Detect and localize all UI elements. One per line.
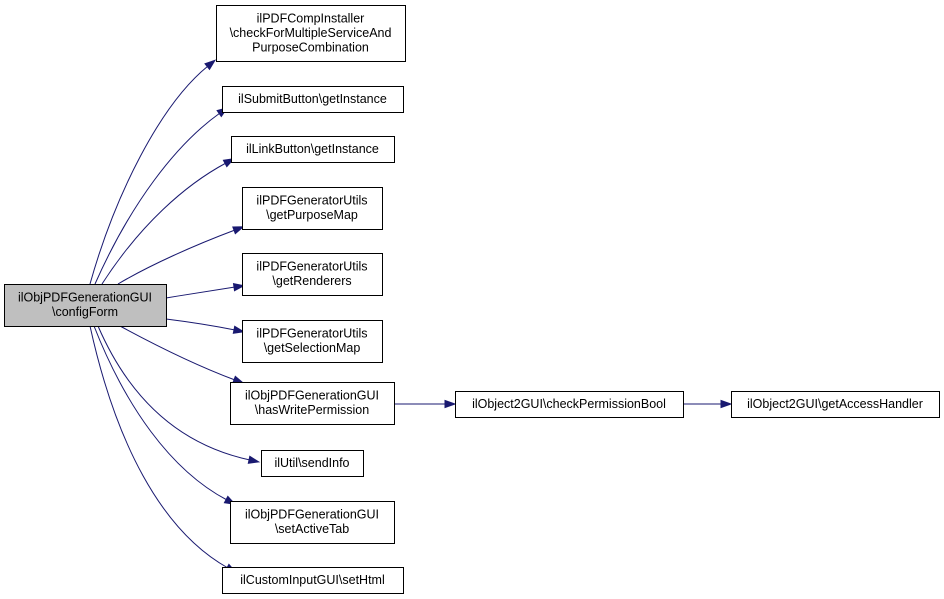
callee-function-node[interactable]: ilLinkButton\getInstance	[231, 136, 395, 163]
node-label-line: ilUtil\sendInfo	[274, 456, 349, 470]
node-label-line: ilObject2GUI\checkPermissionBool	[472, 397, 666, 411]
node-label-line: ilPDFGeneratorUtils	[256, 327, 367, 341]
node-label-line: ilPDFGeneratorUtils	[256, 260, 367, 274]
callee-function-node[interactable]: ilObjPDFGenerationGUI\setActiveTab	[230, 501, 395, 544]
callee-function-node[interactable]: ilPDFCompInstaller\checkForMultipleServi…	[216, 5, 406, 62]
arrowhead-icon	[247, 455, 261, 464]
node-box[interactable]	[231, 136, 395, 163]
callee-function-node[interactable]: ilPDFGeneratorUtils\getPurposeMap	[242, 187, 383, 230]
call-edge-n11-n12	[683, 399, 733, 409]
node-box[interactable]	[731, 391, 940, 418]
node-label-line: ilObjPDFGenerationGUI	[18, 291, 152, 305]
node-box[interactable]	[242, 253, 383, 296]
call-edge-root-n4	[117, 226, 245, 285]
call-edge-root-n5	[165, 282, 246, 299]
arrowhead-icon	[232, 282, 246, 292]
node-label-line: ilCustomInputGUI\setHtml	[240, 573, 384, 587]
node-box[interactable]	[216, 5, 406, 62]
node-label-line: \configForm	[52, 305, 118, 319]
arrowhead-icon	[232, 325, 246, 334]
root-function-node[interactable]: ilObjPDFGenerationGUI\configForm	[4, 284, 167, 327]
node-label-line: ilObjPDFGenerationGUI	[245, 389, 379, 403]
edge-line	[101, 162, 227, 285]
call-edge-root-n7	[119, 325, 245, 384]
node-box[interactable]	[230, 501, 395, 544]
call-edge-root-n8	[97, 325, 261, 464]
call-edge-root-n6	[165, 318, 246, 334]
node-label-line: ilPDFCompInstaller	[257, 11, 365, 25]
node-label-line: \setActiveTab	[275, 522, 349, 536]
node-label-line: \getPurposeMap	[266, 208, 358, 222]
node-label-line: \getSelectionMap	[264, 341, 361, 355]
edge-line	[89, 65, 209, 285]
edge-line	[97, 325, 251, 461]
edge-line	[94, 112, 221, 285]
callee-function-node[interactable]: ilSubmitButton\getInstance	[222, 86, 404, 113]
callee-function-node[interactable]: ilObject2GUI\getAccessHandler	[731, 391, 940, 418]
call-edge-root-n1	[89, 59, 217, 285]
node-label-line: ilSubmitButton\getInstance	[238, 92, 387, 106]
edge-line	[89, 325, 229, 569]
edge-line	[119, 325, 236, 381]
callee-function-node[interactable]: ilObjPDFGenerationGUI\hasWritePermission	[230, 382, 395, 425]
callee-function-node[interactable]: ilCustomInputGUI\setHtml	[222, 567, 404, 594]
node-label-line: PurposeCombination	[252, 40, 369, 54]
node-box[interactable]	[4, 284, 167, 327]
node-label-line: ilPDFGeneratorUtils	[256, 194, 367, 208]
node-box[interactable]	[242, 187, 383, 230]
call-nodes: ilObjPDFGenerationGUI\configFormilPDFCom…	[4, 5, 940, 594]
node-label-line: ilObject2GUI\getAccessHandler	[747, 397, 923, 411]
callee-function-node[interactable]: ilUtil\sendInfo	[261, 450, 364, 477]
call-edges	[89, 59, 733, 574]
edge-line	[93, 325, 228, 501]
arrowhead-icon	[232, 226, 245, 235]
node-box[interactable]	[455, 391, 684, 418]
node-label-line: \getRenderers	[272, 274, 351, 288]
node-label-line: ilObjPDFGenerationGUI	[245, 508, 379, 522]
callee-function-node[interactable]: ilPDFGeneratorUtils\getSelectionMap	[242, 320, 383, 363]
node-box[interactable]	[242, 320, 383, 363]
node-label-line: \hasWritePermission	[255, 403, 369, 417]
call-edge-root-n2	[94, 106, 229, 285]
edge-line	[165, 286, 236, 299]
node-box[interactable]	[230, 382, 395, 425]
node-box[interactable]	[261, 450, 364, 477]
arrowhead-icon	[444, 399, 457, 409]
node-box[interactable]	[222, 567, 404, 594]
call-edge-root-n3	[101, 157, 236, 285]
node-box[interactable]	[222, 86, 404, 113]
edge-line	[165, 318, 236, 331]
call-edge-n7-n11	[394, 399, 457, 409]
edge-line	[117, 229, 236, 285]
node-label-line: ilLinkButton\getInstance	[246, 142, 379, 156]
arrowhead-icon	[720, 399, 733, 409]
node-label-line: \checkForMultipleServiceAnd	[230, 26, 392, 40]
callee-function-node[interactable]: ilObject2GUI\checkPermissionBool	[455, 391, 684, 418]
arrowhead-icon	[204, 59, 217, 71]
callee-function-node[interactable]: ilPDFGeneratorUtils\getRenderers	[242, 253, 383, 296]
